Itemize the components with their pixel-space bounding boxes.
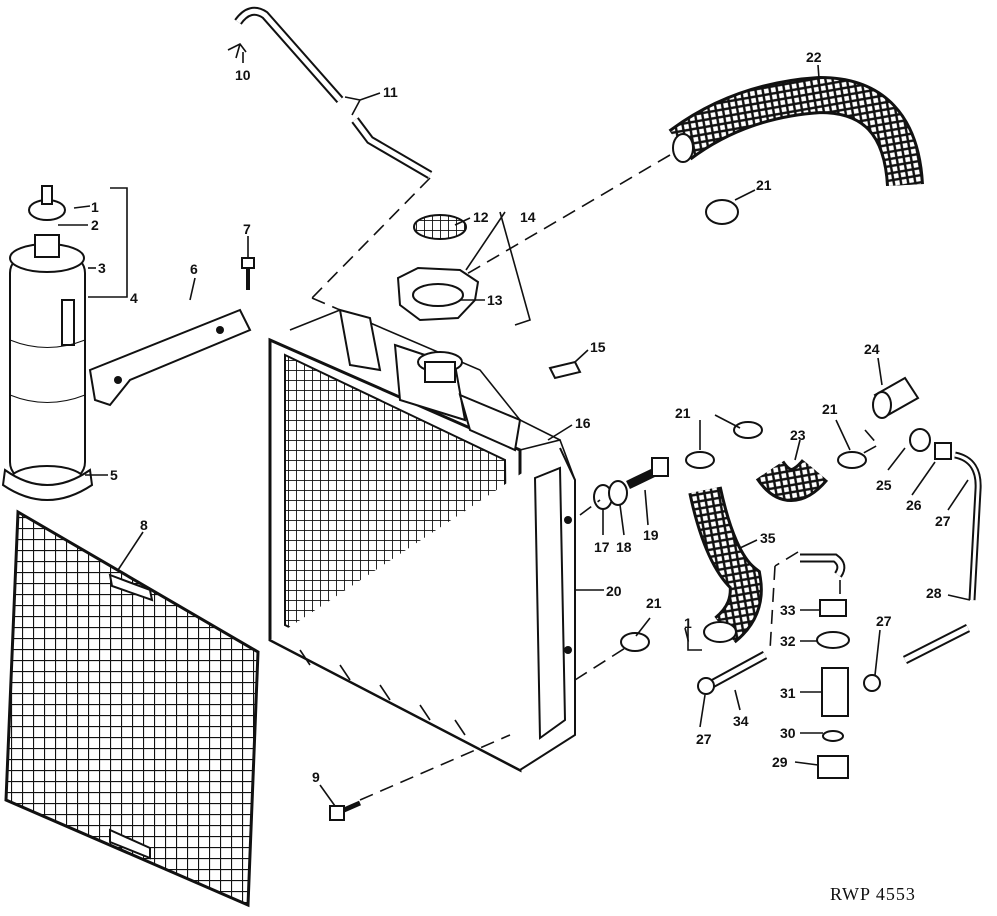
radiator-bolt [329, 800, 362, 821]
callout-4: 4 [130, 290, 138, 306]
overflow-tube [234, 6, 433, 179]
callout-32: 32 [780, 633, 796, 649]
drain-fittings [902, 428, 982, 665]
filler-screen [413, 214, 467, 240]
radiator [268, 308, 576, 773]
mounting-hardware [593, 457, 669, 510]
callout-24: 24 [864, 341, 880, 357]
callout-1-lower: 1 [684, 615, 692, 631]
callout-31: 31 [780, 685, 796, 701]
elbow-hose [755, 458, 829, 502]
callout-21-lower: 21 [646, 595, 662, 611]
callout-5: 5 [110, 467, 118, 483]
expansion-tank [9, 185, 86, 495]
callout-10: 10 [235, 67, 251, 83]
callout-16: 16 [575, 415, 591, 431]
callout-labels: 1 2 3 4 5 6 7 8 9 10 11 12 13 14 15 16 1… [91, 49, 951, 785]
tank-clamp [1, 468, 94, 501]
drain-tube [697, 651, 881, 695]
leader-lines [58, 52, 971, 807]
hose-clip-small [227, 42, 247, 59]
callout-27-left: 27 [696, 731, 712, 747]
callout-21-top: 21 [756, 177, 772, 193]
callout-18: 18 [616, 539, 632, 555]
reference-code: RWP 4553 [830, 884, 916, 904]
callout-14: 14 [520, 209, 536, 225]
callout-27-right: 27 [935, 513, 951, 529]
drain-valve [800, 553, 850, 779]
bracket-bolt [241, 257, 255, 290]
lower-hose [688, 486, 763, 644]
retaining-clip [548, 360, 582, 380]
callout-19: 19 [643, 527, 659, 543]
callout-30: 30 [780, 725, 796, 741]
callout-22: 22 [806, 49, 822, 65]
hose-fitting [872, 376, 920, 419]
callout-21-upper-right: 21 [822, 401, 838, 417]
callout-15: 15 [590, 339, 606, 355]
callout-17: 17 [594, 539, 610, 555]
callout-12: 12 [473, 209, 489, 225]
assembly-lines [311, 154, 880, 801]
callout-33: 33 [780, 602, 796, 618]
callout-9: 9 [312, 769, 320, 785]
callout-11: 11 [383, 84, 398, 100]
upper-hose [668, 75, 924, 187]
callout-27-middle: 27 [876, 613, 892, 629]
callout-6: 6 [190, 261, 198, 277]
callout-26: 26 [906, 497, 922, 513]
callout-35: 35 [760, 530, 776, 546]
callout-29: 29 [772, 754, 788, 770]
callout-7: 7 [243, 221, 251, 237]
callout-28: 28 [926, 585, 942, 601]
callout-25: 25 [876, 477, 892, 493]
callout-20: 20 [606, 583, 622, 599]
callout-3: 3 [98, 260, 106, 276]
fan-guard-grille [4, 509, 260, 908]
callout-34: 34 [733, 713, 749, 729]
callout-21-upper-left: 21 [675, 405, 691, 421]
tank-bracket [88, 308, 252, 407]
callout-13: 13 [487, 292, 503, 308]
radiator-cap [396, 266, 480, 322]
callout-1: 1 [91, 199, 99, 215]
callout-23: 23 [790, 427, 806, 443]
callout-2: 2 [91, 217, 99, 233]
callout-8: 8 [140, 517, 148, 533]
hose-clamps [620, 199, 867, 652]
